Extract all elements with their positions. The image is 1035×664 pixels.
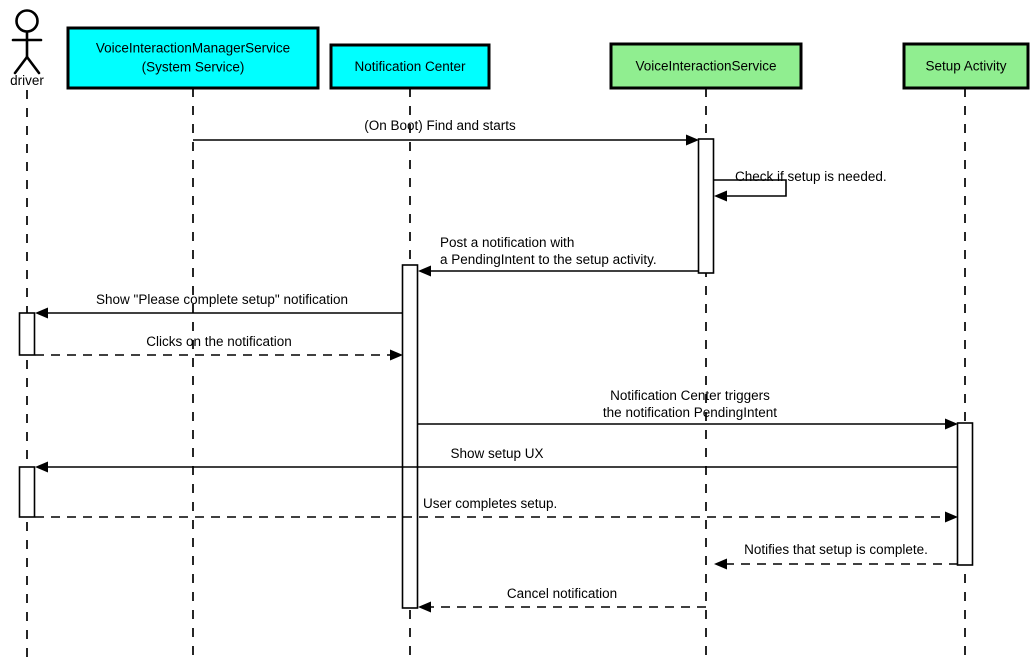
message-label-m3: Post a notification with xyxy=(440,235,574,250)
message-m5 xyxy=(35,349,403,361)
participant-box-fill-setup-activity xyxy=(902,42,1030,90)
participant-box-fill-vims xyxy=(66,26,320,90)
message-arrowhead-m6 xyxy=(945,418,958,430)
actor-right-leg xyxy=(25,55,41,75)
message-m9 xyxy=(714,558,958,570)
message-label-m7: Show setup UX xyxy=(450,446,543,461)
message-label-m9: Notifies that setup is complete. xyxy=(744,542,928,557)
activation-bars xyxy=(18,138,974,609)
message-m3 xyxy=(418,265,699,277)
actor-head-icon xyxy=(15,9,39,33)
message-label2-m6: the notification PendingIntent xyxy=(603,405,777,420)
participant-box-vis[interactable]: VoiceInteractionService xyxy=(609,42,803,90)
message-label2-m3: a PendingIntent to the setup activity. xyxy=(440,252,657,267)
message-label-m2: Check if setup is needed. xyxy=(735,169,887,184)
message-arrowhead-m8 xyxy=(945,511,958,523)
message-label-m8: User completes setup. xyxy=(423,496,557,511)
message-m7 xyxy=(35,461,958,473)
participant-box-notification-center[interactable]: Notification Center xyxy=(329,43,491,90)
actor-label-driver: driver xyxy=(10,73,44,88)
message-label-m6: Notification Center triggers xyxy=(610,388,770,403)
participant-label-vis: VoiceInteractionService xyxy=(635,59,776,74)
message-label-m5: Clicks on the notification xyxy=(146,334,292,349)
message-arrowhead-m1 xyxy=(686,134,699,146)
message-arrowhead-m7 xyxy=(35,461,48,473)
message-m6 xyxy=(418,418,958,430)
participant-box-vims[interactable]: VoiceInteractionManagerService (System Se… xyxy=(66,26,320,90)
participant-box-fill-vis xyxy=(609,42,803,90)
message-arrowhead-m9 xyxy=(714,558,727,570)
message-m2 xyxy=(714,179,787,202)
message-arrowhead-m2 xyxy=(714,190,727,202)
messages xyxy=(35,134,958,613)
participant-box-setup-activity[interactable]: Setup Activity xyxy=(902,42,1030,90)
message-label-m1: (On Boot) Find and starts xyxy=(364,118,516,133)
message-m8 xyxy=(35,511,958,523)
activation-bar-driver-2 xyxy=(18,312,36,356)
message-label-m10: Cancel notification xyxy=(507,586,617,601)
actor-left-leg xyxy=(13,55,29,75)
message-arrowhead-m10 xyxy=(418,601,431,613)
message-m4 xyxy=(35,307,403,319)
activation-bar-setup-activity-4 xyxy=(956,422,974,566)
message-line-m2 xyxy=(714,179,787,197)
message-arrowhead-m3 xyxy=(418,265,431,277)
message-arrowhead-m4 xyxy=(35,307,48,319)
activation-bar-notification-center-1 xyxy=(401,264,419,609)
activation-bar-driver-3 xyxy=(18,466,36,518)
message-label-m4: Show "Please complete setup" notificatio… xyxy=(96,292,348,307)
actor-driver[interactable]: driver xyxy=(10,9,44,89)
participant-label-vims: VoiceInteractionManagerService xyxy=(96,41,290,56)
message-m10 xyxy=(418,601,706,613)
message-m1 xyxy=(193,134,699,146)
participant-headers: driver VoiceInteractionManagerService (Sys… xyxy=(10,9,1030,90)
participant-box-fill-notification-center xyxy=(329,43,491,90)
message-arrowhead-m5 xyxy=(390,349,403,361)
participant-label-notification-center: Notification Center xyxy=(354,59,466,74)
participant-label-setup-activity: Setup Activity xyxy=(925,59,1006,74)
activation-bar-vis-0 xyxy=(697,138,715,274)
participant-sublabel-vims: (System Service) xyxy=(142,60,245,75)
